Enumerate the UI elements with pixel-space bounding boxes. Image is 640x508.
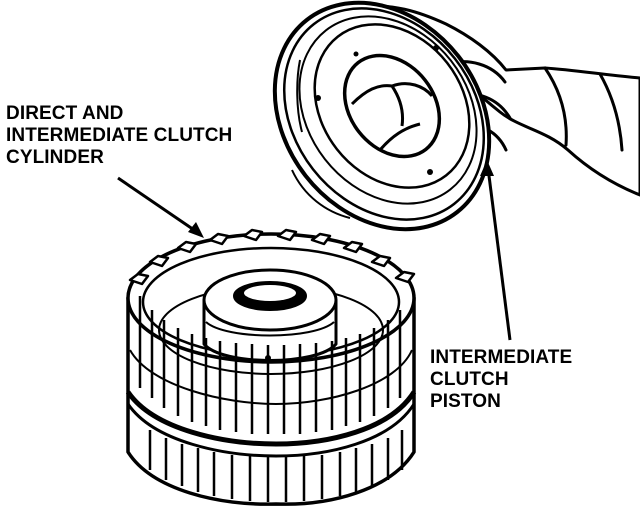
cylinder-band <box>126 403 416 458</box>
cylinder-label-line1: DIRECT AND <box>6 103 124 124</box>
piston-inner-opening <box>342 53 442 159</box>
cylinder-upper-splines <box>138 296 402 434</box>
cylinder-rim-teeth <box>128 228 416 286</box>
piston-hole <box>315 95 321 101</box>
piston-opening-fingers <box>350 82 434 151</box>
piston-outer-lip <box>282 7 486 221</box>
piston-label-line3: PISTON <box>430 391 501 412</box>
hand-drawing <box>358 4 640 197</box>
piston-leader-line <box>486 167 512 341</box>
cylinder-label: DIRECT AND INTERMEDIATE CLUTCH CYLINDER <box>6 103 232 169</box>
piston-hole <box>433 45 439 51</box>
piston-leader-arrowhead <box>480 160 494 176</box>
piston-face <box>313 23 471 189</box>
piston-label: INTERMEDIATE CLUTCH PISTON <box>430 347 572 413</box>
cylinder-band <box>125 390 417 447</box>
piston-hole <box>353 51 359 57</box>
cylinder-leader-arrowhead <box>188 222 204 238</box>
cylinder-hub-groove <box>205 321 335 337</box>
piston-label-line1: INTERMEDIATE <box>430 347 573 368</box>
cylinder-band <box>129 349 413 405</box>
piston-groove <box>298 15 478 205</box>
cylinder-lower-splines <box>148 430 404 502</box>
leader-lines <box>117 160 512 341</box>
direct-intermediate-clutch-cylinder-drawing <box>125 228 417 506</box>
cylinder-hub-bore-inner <box>244 285 296 301</box>
intermediate-clutch-piston-drawing <box>272 0 492 232</box>
piston-hole <box>427 169 433 175</box>
cylinder-label-line2: INTERMEDIATE CLUTCH <box>6 125 233 146</box>
piston-shading <box>291 59 351 219</box>
cylinder-leader-line <box>117 176 201 236</box>
cylinder-label-line3: CYLINDER <box>6 147 104 168</box>
piston-label-line2: CLUTCH <box>430 369 509 390</box>
